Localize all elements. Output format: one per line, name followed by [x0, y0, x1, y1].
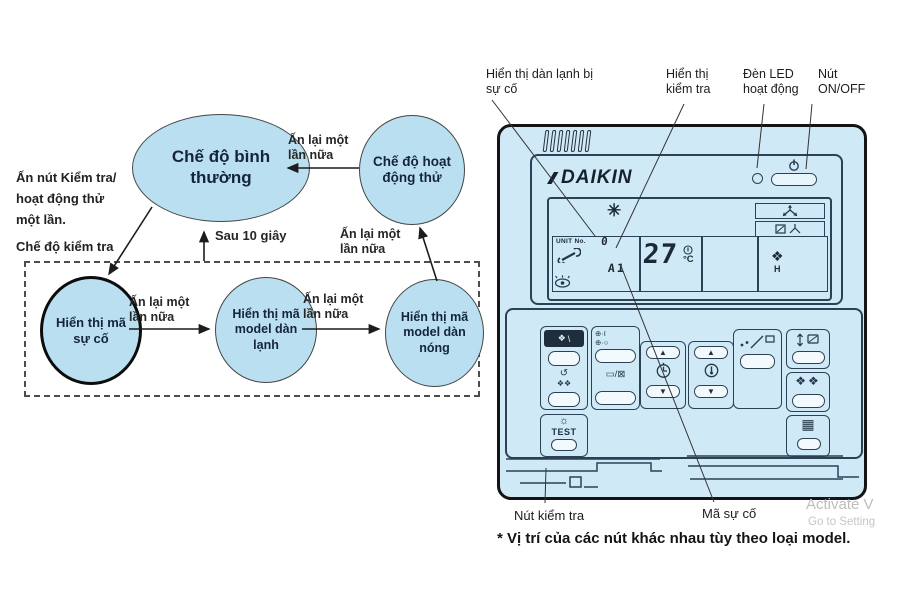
- vent-slat: [577, 130, 585, 152]
- vent-slat: [549, 130, 557, 152]
- callout-check-display: Hiển thị kiểm tra: [666, 67, 711, 97]
- louver-direction-group: [786, 329, 830, 369]
- flowchart-node-normal-mode: Chế độ bình thường: [132, 114, 310, 222]
- lcd-unit-cell: [552, 236, 640, 292]
- timer-mode-button[interactable]: [595, 349, 636, 363]
- up-triangle-icon: ▲: [659, 348, 667, 357]
- node-label: Chế độ hoạt động thử: [373, 153, 451, 185]
- flowchart-node-error-code: Hiển thị mã sự cố: [40, 276, 142, 385]
- edge-label-after-10s: Sau 10 giây: [215, 228, 287, 243]
- airflow-swing-group: [733, 329, 782, 409]
- clock-icon: [655, 362, 672, 384]
- inspection-sun-icon: ☼: [558, 415, 570, 427]
- unit-no-value: 0: [600, 235, 609, 248]
- vent-slat: [570, 130, 578, 152]
- edge-label-press-again-1: Ấn lại một lần nữa: [288, 133, 349, 162]
- node-label: Hiển thị mã model dàn nóng: [400, 310, 469, 355]
- vent-slat: [563, 130, 571, 152]
- louver-swing-icon: [775, 224, 801, 234]
- louver-direction-icon: [795, 332, 821, 354]
- cool-mode-snowflake-icon: ✳: [607, 201, 622, 220]
- swing-louver-indicator: [755, 221, 825, 237]
- remote-controller: DAIKIN ✳: [497, 124, 867, 500]
- daikin-logo-mark: [547, 172, 559, 184]
- timer-onoff-icons: ⊕·I⊕·○: [595, 329, 609, 348]
- timer-cancel-button[interactable]: [595, 391, 636, 405]
- vent-slat: [584, 130, 592, 152]
- speaker-vents: [542, 130, 593, 157]
- airflow-swing-icon: [738, 334, 776, 355]
- flowchart-node-trial-mode: Chế độ hoạt động thử: [359, 115, 465, 225]
- node-label: Hiển thị mã sự cố: [55, 314, 127, 346]
- test-group: [540, 414, 588, 457]
- on-off-button[interactable]: [771, 173, 817, 186]
- flowchart-node-indoor-model: Hiển thị mã model dàn lạnh: [215, 277, 317, 383]
- callout-error-code: Mã sự cố: [702, 506, 757, 521]
- vent-slat: [556, 130, 564, 152]
- brand-name: DAIKIN: [561, 167, 633, 188]
- callout-on-off-button: Nút ON/OFF: [818, 67, 866, 97]
- callout-faulty-indoor-unit: Hiển thị dàn lạnh bị sự cố: [486, 67, 594, 97]
- note-press-test-once: Ấn nút Kiểm tra/ hoạt động thử một lần.: [16, 170, 117, 227]
- swing-mode-group: [540, 326, 588, 410]
- operation-led: [752, 173, 763, 184]
- up-triangle-icon: ▲: [707, 348, 715, 357]
- lcd-empty-cell: [702, 236, 758, 292]
- airflow-swing-button[interactable]: [740, 354, 775, 369]
- node-label: Chế độ bình thường: [171, 147, 271, 187]
- button-panel: ❖\ ↺❖❖ ☼ TEST ⊕·I⊕·○ ▭/⊠ ▲ ▼ ▲: [505, 308, 863, 459]
- edge-label-press-again-3: Ấn lại một lần nữa: [129, 295, 190, 324]
- temp-down-button[interactable]: ▼: [694, 385, 728, 398]
- fan-speed-button[interactable]: [792, 394, 825, 408]
- thermometer-circle-icon: [683, 242, 693, 260]
- vent-slat: [542, 130, 550, 152]
- down-triangle-icon: ▼: [707, 387, 715, 396]
- fan-speed-icon: ❖: [771, 248, 784, 264]
- power-icon: [788, 158, 800, 176]
- timer-up-button[interactable]: ▲: [646, 346, 680, 359]
- slash-glyph: \: [567, 333, 571, 344]
- note-check-mode: Chế độ kiểm tra: [16, 239, 114, 254]
- unit-no-label: UNIT No.: [556, 238, 586, 245]
- wrench-service-icon: [557, 247, 582, 268]
- temp-unit-label: °C: [683, 254, 694, 265]
- callout-operation-led: Đèn LED hoạt động: [743, 67, 799, 97]
- set-temperature-value: 27: [641, 239, 679, 270]
- footnote: * Vị trí của các nút khác nhau tùy theo …: [497, 530, 851, 547]
- airflow-direction-indicator: [755, 203, 825, 219]
- ventilation-button[interactable]: [797, 438, 821, 450]
- edge-label-press-again-2: Ấn lại một lần nữa: [340, 227, 401, 256]
- timer-cancel-icons: ▭/⊠: [605, 369, 626, 380]
- fan-glyph: ❖: [557, 333, 566, 343]
- mode-select-button[interactable]: [548, 392, 580, 407]
- mode-cycle-icon: ↺❖❖: [556, 368, 572, 388]
- lcd-fan-cell: [758, 236, 828, 292]
- grid-filter-icon: ▦: [801, 416, 815, 432]
- flowchart-node-outdoor-model: Hiển thị mã model dàn nóng: [385, 279, 484, 387]
- eye-filter-sign-icon: [553, 275, 572, 293]
- timer-down-button[interactable]: ▼: [646, 385, 680, 398]
- temp-up-button[interactable]: ▲: [694, 346, 728, 359]
- activate-watermark-line2: Go to Setting: [808, 516, 876, 528]
- lcd-display: ✳ UNIT No. 0: [547, 197, 832, 301]
- thermostat-icon: [703, 362, 720, 384]
- error-code-value: A1: [607, 261, 627, 275]
- edge-label-press-again-4: Ấn lại một lần nữa: [303, 292, 364, 321]
- node-label: Hiển thị mã model dàn lạnh: [232, 307, 300, 352]
- daikin-logo: DAIKIN: [545, 167, 632, 189]
- test-button[interactable]: [551, 439, 577, 451]
- swing-display-icon: ❖\: [544, 330, 584, 347]
- louver-direction-button[interactable]: [792, 351, 825, 364]
- fan-glyphs: ❖❖: [556, 379, 572, 388]
- down-triangle-icon: ▼: [659, 387, 667, 396]
- fan-speed-icons: ❖❖: [795, 374, 821, 388]
- activate-watermark-line1: Activate V: [806, 496, 874, 513]
- swing-select-button[interactable]: [548, 351, 580, 366]
- callout-check-button: Nút kiểm tra: [514, 508, 585, 523]
- test-label: TEST: [551, 427, 577, 437]
- fan-speed-group: [786, 372, 830, 412]
- fan-speed-value: H: [774, 264, 781, 274]
- airflow-arrows-icon: [782, 205, 798, 217]
